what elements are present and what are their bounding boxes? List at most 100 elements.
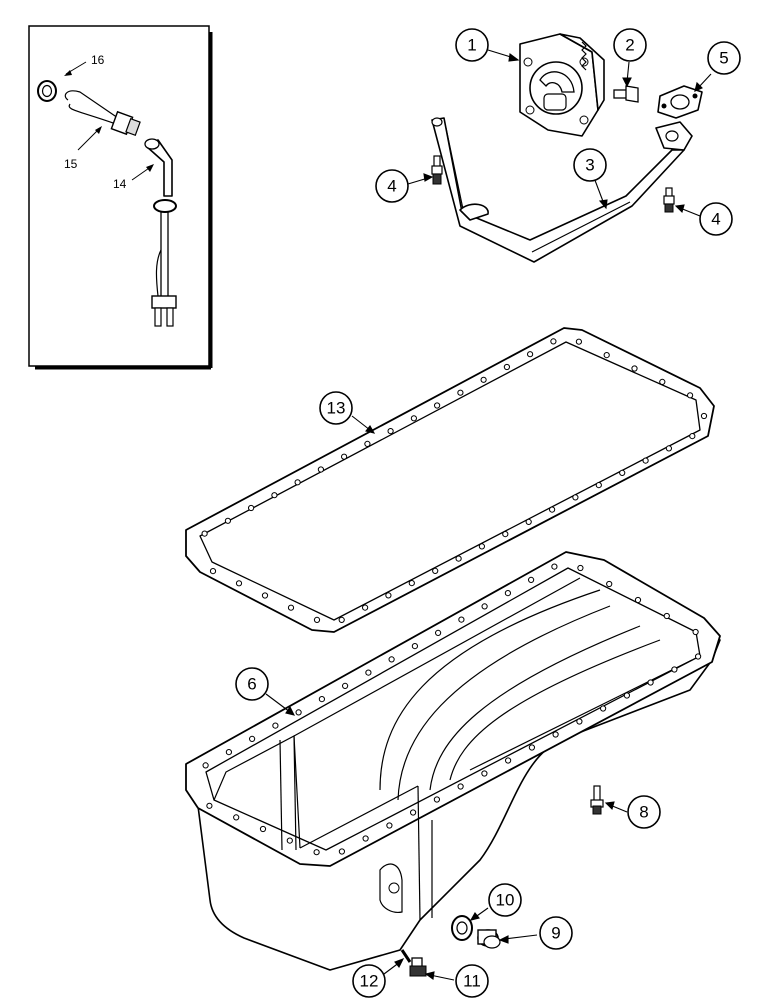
bolt-hole <box>224 517 231 524</box>
bolt-hole <box>600 705 607 712</box>
bolt-hole <box>478 543 485 550</box>
callout-9-label: 9 <box>551 924 560 943</box>
bolt-hole <box>362 604 369 611</box>
bolt-hole <box>261 592 269 599</box>
bolt-hole <box>317 466 324 473</box>
callout-8: 8 <box>627 795 661 829</box>
bolt-hole <box>386 822 393 829</box>
bolt-hole <box>503 363 510 371</box>
bolt-hole <box>700 412 708 420</box>
inset-label-16: 16 <box>91 53 105 67</box>
callout-5-label: 5 <box>719 49 728 68</box>
inset-label-15: 15 <box>64 157 78 171</box>
callout-4-right-label: 4 <box>711 210 720 229</box>
bolt-hole <box>631 365 638 372</box>
bolt-hole <box>671 666 678 673</box>
o-ring-part-16 <box>37 80 57 102</box>
bolt-hole <box>313 849 320 856</box>
bolt-hole <box>550 338 557 345</box>
bolt-hole <box>619 469 626 476</box>
bolt-hole <box>435 629 442 637</box>
bolt-hole <box>551 563 558 570</box>
bolt-part-4-right <box>663 187 675 213</box>
fitting-part-11 <box>409 957 427 977</box>
flange-gasket-part-5 <box>657 85 703 119</box>
bolt-hole <box>577 564 584 572</box>
bolt-hole <box>295 709 302 716</box>
bolt-hole <box>525 518 532 526</box>
bolt-hole <box>502 531 509 538</box>
washer-part-10 <box>451 915 473 941</box>
callout-4-left: 4 <box>375 169 409 203</box>
bolt-hole <box>659 378 666 385</box>
bolt-hole <box>549 506 556 513</box>
callout-11-label: 11 <box>463 972 481 991</box>
bolt-hole <box>692 628 699 636</box>
bolt-hole <box>689 433 696 440</box>
callout-leaders <box>265 49 712 981</box>
bolt-hole <box>481 603 488 610</box>
callout-2-label: 2 <box>625 36 634 55</box>
bolt-hole <box>341 453 348 460</box>
bolt-hole <box>342 682 349 690</box>
bolt-hole <box>481 770 488 777</box>
callout-3: 3 <box>573 148 607 182</box>
bolt-hole <box>235 580 243 587</box>
bolt-hole <box>294 479 301 486</box>
bolt-hole <box>455 555 462 562</box>
bolt-hole <box>480 376 487 383</box>
bolt-hole <box>457 783 464 790</box>
bolt-hole <box>209 568 217 575</box>
bolt-hole <box>606 580 613 588</box>
bolt-hole <box>313 616 321 624</box>
callout-10-label: 10 <box>496 891 515 910</box>
bolt-hole <box>634 596 642 604</box>
bolt-hole <box>388 656 395 663</box>
inset-box: 16 15 14 <box>28 25 213 370</box>
callout-2: 2 <box>613 28 647 62</box>
bolt-hole <box>410 415 417 422</box>
bolt-hole <box>595 482 602 489</box>
bolt-hole <box>286 837 293 844</box>
drain-plug-part-9 <box>477 929 501 949</box>
sensor-part-15 <box>64 90 141 137</box>
bolt-hole <box>687 392 694 399</box>
bolt-hole <box>338 848 345 855</box>
bolt-hole <box>408 580 415 587</box>
bolt-part-2 <box>613 85 639 103</box>
bolt-hole <box>642 457 649 464</box>
bolt-hole <box>249 735 256 743</box>
bolt-hole <box>318 696 325 703</box>
bolt-hole <box>410 809 417 816</box>
bolt-hole <box>272 722 279 729</box>
callout-13: 13 <box>319 391 353 425</box>
callout-6-label: 6 <box>247 675 256 694</box>
bolt-hole <box>433 796 440 803</box>
bolt-hole <box>528 744 536 751</box>
bolt-hole <box>233 814 240 821</box>
bolt-hole <box>387 428 394 435</box>
bolt-hole <box>432 567 439 575</box>
bolt-hole <box>434 402 441 409</box>
bolt-hole <box>362 835 369 842</box>
bolt-part-8 <box>590 785 604 815</box>
oil-pump-part-1 <box>519 33 605 137</box>
bolt-hole <box>259 825 267 833</box>
callout-6: 6 <box>235 667 269 701</box>
bolt-hole <box>527 351 534 358</box>
bolt-hole <box>338 616 345 624</box>
bolt-hole <box>505 757 512 764</box>
callout-4-left-label: 4 <box>387 177 396 196</box>
callout-12-label: 12 <box>360 972 379 991</box>
callout-13-label: 13 <box>327 399 346 418</box>
bolt-hole <box>287 604 295 611</box>
bolt-hole <box>364 440 371 447</box>
callout-12: 12 <box>352 964 386 998</box>
bolt-hole <box>201 530 208 537</box>
callout-9: 9 <box>539 916 573 950</box>
pin-part-12 <box>400 949 412 963</box>
callout-1: 1 <box>455 28 489 62</box>
bolt-hole <box>206 802 213 809</box>
bolt-hole <box>665 445 673 452</box>
